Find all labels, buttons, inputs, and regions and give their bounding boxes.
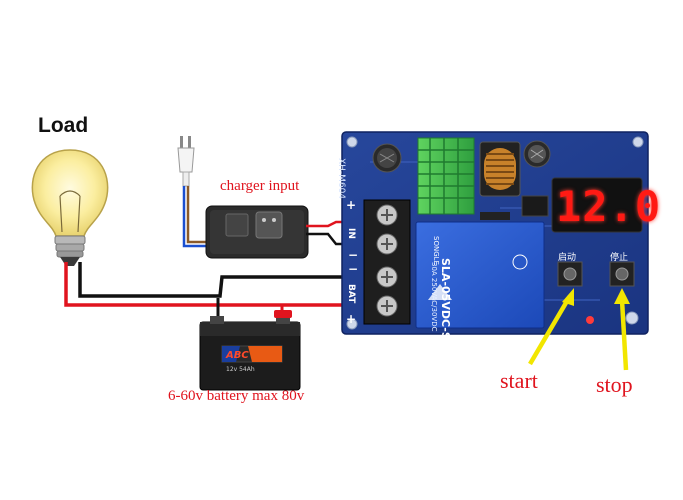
start-arrow-icon (528, 288, 574, 366)
stop-button[interactable] (609, 261, 635, 287)
header-pins (480, 212, 510, 220)
heatsink (417, 137, 475, 215)
charger-adapter (205, 205, 309, 259)
battery-label: 6-60v battery max 80v (168, 388, 305, 404)
start-button-label: 启动 (558, 253, 577, 263)
charger-input-label: charger input (220, 178, 300, 194)
minus-sign-in: − (348, 248, 359, 262)
capacitor-right (523, 140, 551, 168)
terminal-block (363, 199, 411, 325)
plus-sign-in: + (346, 198, 357, 212)
load-positive-wire (64, 262, 345, 307)
minus-sign-bat: − (348, 262, 359, 276)
led-display (551, 177, 643, 233)
chip (521, 195, 549, 217)
mains-wire-brown (186, 186, 208, 244)
indicator-led (586, 316, 594, 324)
charger-positive-wire (306, 220, 346, 228)
relay-model-label: SLA-05VDC-SL-A (439, 258, 452, 360)
charger-negative-wire (306, 232, 346, 246)
light-bulb-icon (31, 149, 109, 266)
stop-label: stop (596, 372, 633, 397)
relay (415, 221, 545, 329)
board-model-label: XH-M604 (336, 158, 346, 200)
port-bat-label: BAT (346, 284, 356, 304)
battery-spec-label: 12v 54Ah (226, 366, 255, 373)
power-plug-icon (177, 136, 195, 187)
voltage-display-value: 12.0 (556, 182, 662, 231)
capacitor-left (372, 143, 402, 173)
start-label: start (500, 368, 538, 393)
mains-wire-blue (182, 186, 208, 248)
plus-sign-bat: + (346, 312, 357, 326)
load-negative-wire (78, 262, 345, 298)
load-label: Load (38, 114, 89, 137)
port-in-label: IN (346, 228, 356, 239)
stop-button-label: 停止 (610, 253, 629, 263)
stop-arrow-icon (614, 288, 630, 371)
relay-spec-label: 30A 250VAC/30VDC (430, 262, 438, 332)
start-button[interactable] (557, 261, 583, 287)
battery-brand-label: ABC (226, 350, 249, 361)
inductor-coil (479, 141, 521, 197)
battery-icon (199, 310, 301, 391)
